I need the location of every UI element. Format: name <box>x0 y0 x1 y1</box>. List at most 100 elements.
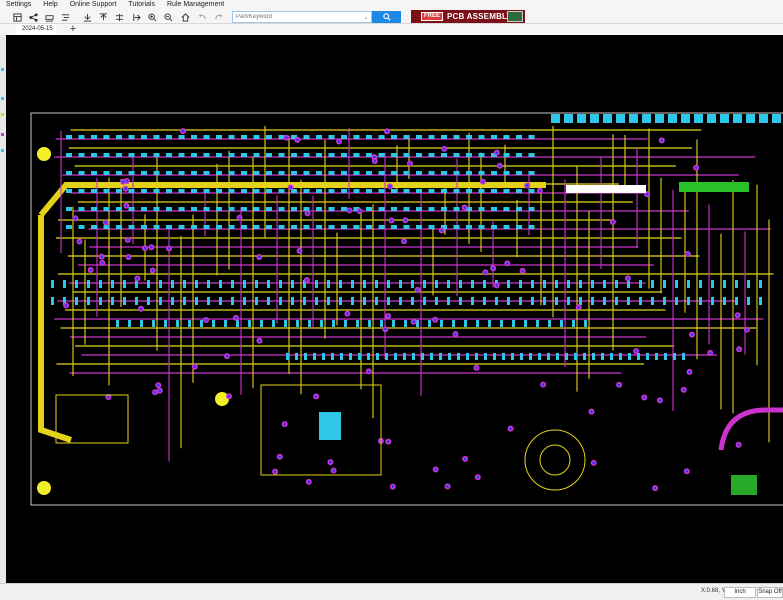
layer-marker[interactable] <box>1 68 4 71</box>
search-dropdown-chevron-icon[interactable]: ⌄ <box>363 14 369 21</box>
pcb-via-hole <box>454 332 457 336</box>
pcb-via-hole <box>416 288 419 292</box>
connector-highlight <box>679 182 749 192</box>
pcb-via-hole <box>685 469 689 473</box>
pcb-pad <box>178 207 185 211</box>
tab-document[interactable]: 2024-05-15 <box>16 24 56 35</box>
pcb-pad <box>639 280 642 288</box>
pcb-pad <box>295 353 298 360</box>
pcb-pad <box>711 280 714 288</box>
pcb-pad <box>178 189 185 193</box>
eraser-icon[interactable] <box>44 12 54 22</box>
pcb-pad <box>135 280 138 288</box>
unit-toggle-button[interactable]: Inch <box>724 587 756 598</box>
pcb-pad <box>516 225 522 229</box>
pcb-pad <box>341 207 347 211</box>
pcb-pad <box>403 189 410 193</box>
pcb-pad <box>128 135 135 139</box>
pcb-pad <box>503 207 510 211</box>
pcb-pad <box>116 171 122 175</box>
pcb-pad <box>332 320 335 327</box>
menu-tutorials[interactable]: Tutorials <box>128 1 155 8</box>
pcb-pad <box>675 280 678 288</box>
capacitor-inner <box>539 444 571 476</box>
flip-icon[interactable] <box>114 12 124 22</box>
pcb-pad <box>315 280 318 288</box>
pcb-pad <box>87 297 90 305</box>
part-search-input[interactable] <box>233 12 361 22</box>
home-icon[interactable] <box>180 12 190 22</box>
pcb-pad <box>478 189 485 193</box>
pcb-via-hole <box>463 457 467 461</box>
pcb-pad <box>491 225 497 229</box>
pcb-via-hole <box>495 151 499 154</box>
pcb-pad <box>353 153 360 157</box>
pcb-via-hole <box>346 312 349 315</box>
layout-icon[interactable] <box>12 12 22 22</box>
pcb-pad <box>428 225 435 229</box>
pcb-pad <box>216 207 222 211</box>
share-icon[interactable] <box>28 12 38 22</box>
pcb-via-hole <box>298 249 301 253</box>
pcb-via-hole <box>645 192 649 196</box>
pcb-pad <box>464 320 467 327</box>
layer-marker[interactable] <box>1 133 4 136</box>
pcb-pad <box>291 207 297 211</box>
pcb-pad <box>153 153 160 157</box>
pcb-pad <box>448 353 451 360</box>
pcb-pad <box>500 320 503 327</box>
pcb-pad <box>720 114 729 123</box>
pcb-pad <box>166 135 172 139</box>
zoom-in-icon[interactable] <box>147 12 157 22</box>
pcb-pad <box>128 320 131 327</box>
pcb-pad <box>452 320 455 327</box>
pcb-pad <box>216 171 222 175</box>
menu-rule-management[interactable]: Rule Management <box>167 1 225 8</box>
pcb-assembly-ad-banner[interactable]: FREE PCB ASSEMBLY <box>411 10 525 23</box>
pcb-pad <box>267 280 270 288</box>
pcb-pad <box>610 353 613 360</box>
move-right-icon[interactable] <box>131 12 141 22</box>
menu-online-support[interactable]: Online Support <box>69 1 117 8</box>
pcb-pad <box>441 189 447 193</box>
search-button[interactable] <box>372 11 401 23</box>
pcb-pad <box>655 353 658 360</box>
layer-marker[interactable] <box>1 97 4 100</box>
import-icon[interactable] <box>82 12 92 22</box>
pcb-pad <box>291 225 297 229</box>
pcb-pad <box>603 280 606 288</box>
pcb-pad <box>87 280 90 288</box>
ad-board-thumbnail <box>507 11 523 22</box>
pcb-pad <box>723 280 726 288</box>
pcb-via-hole <box>64 304 68 307</box>
pcb-pad <box>243 280 246 288</box>
pcb-pad <box>228 153 235 157</box>
menu-settings[interactable]: Settings <box>6 1 32 8</box>
zoom-out-icon[interactable] <box>163 12 173 22</box>
pcb-via-hole <box>391 485 395 488</box>
pcb-pad <box>291 153 297 157</box>
pcb-pad <box>203 135 210 139</box>
pcb-pad <box>291 171 297 175</box>
pcb-pad <box>207 280 210 288</box>
align-icon[interactable] <box>60 12 70 22</box>
pcb-pad <box>399 297 402 305</box>
undo-icon[interactable] <box>197 12 207 22</box>
add-tab-button[interactable]: + <box>69 23 77 35</box>
pcb-pad <box>178 225 185 229</box>
export-icon[interactable] <box>98 12 108 22</box>
redo-icon[interactable] <box>213 12 223 22</box>
pcb-via-hole <box>442 147 446 151</box>
pcb-via-hole <box>476 476 480 479</box>
pcb-pad <box>171 297 174 305</box>
layer-marker[interactable] <box>1 113 4 116</box>
menu-help[interactable]: Help <box>43 1 58 8</box>
pcb-pad <box>488 320 491 327</box>
snap-toggle-button[interactable]: Snap Off <box>757 587 783 598</box>
pcb-canvas[interactable] <box>6 35 783 583</box>
pcb-pad <box>453 207 460 211</box>
pcb-via-hole <box>688 370 691 374</box>
pcb-pad <box>579 280 582 288</box>
layer-marker[interactable] <box>1 149 4 152</box>
pcb-pad <box>531 297 534 305</box>
